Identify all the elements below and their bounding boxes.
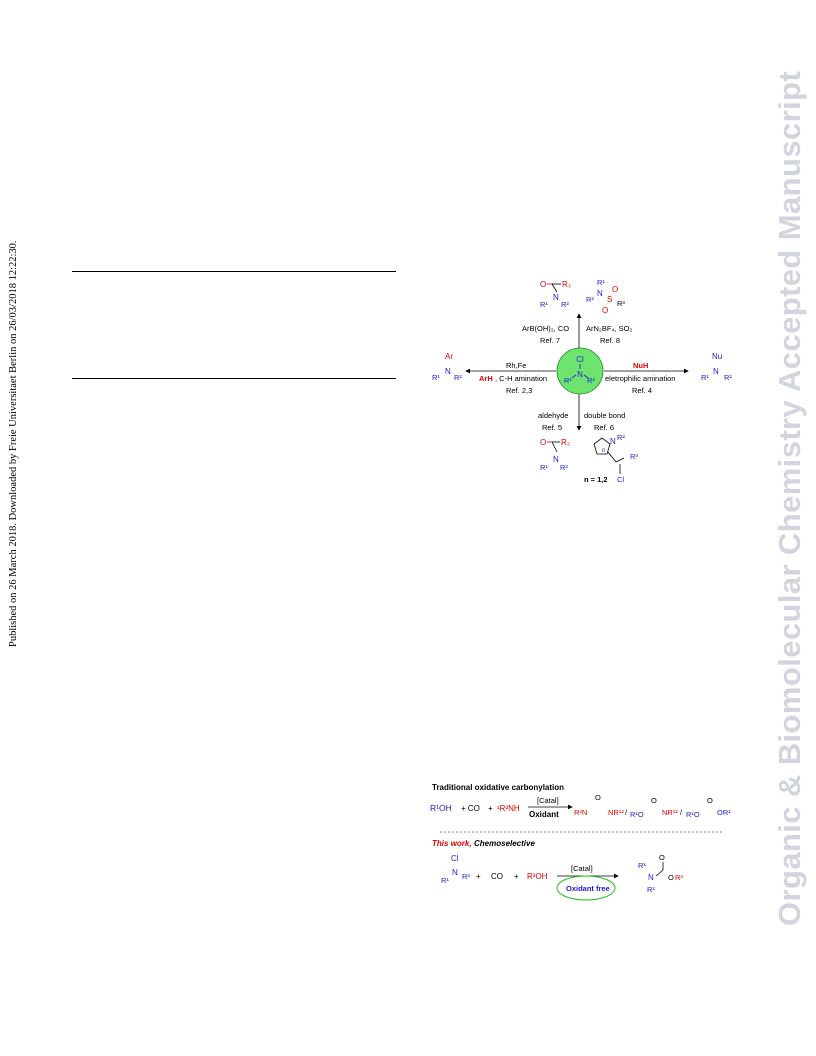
svg-text:R²: R² xyxy=(724,373,732,382)
svg-text:R¹: R¹ xyxy=(638,861,646,870)
svg-text:eletrophilic amination: eletrophilic amination xyxy=(605,374,675,383)
svg-text:Cl: Cl xyxy=(617,475,624,484)
svg-text:OR¹: OR¹ xyxy=(717,808,731,817)
svg-text:R²: R² xyxy=(560,463,568,472)
svg-text:+: + xyxy=(488,804,493,813)
svg-text:O: O xyxy=(602,306,608,315)
svg-text:R²: R² xyxy=(586,295,594,304)
svg-text:[Catal]: [Catal] xyxy=(571,864,593,873)
svg-text:n: n xyxy=(602,448,605,454)
svg-text:O: O xyxy=(612,285,618,294)
svg-text:R¹O: R¹O xyxy=(630,810,644,819)
svg-text:N: N xyxy=(452,868,458,877)
svg-text:R²: R² xyxy=(561,300,569,309)
svg-text:R¹O: R¹O xyxy=(686,810,700,819)
svg-text:, C-H amination: , C-H amination xyxy=(495,374,547,383)
center-n: N xyxy=(577,370,583,379)
svg-text:NR¹²: NR¹² xyxy=(608,808,624,817)
svg-text:R²: R² xyxy=(647,885,655,894)
carbonylation-scheme-figure: Traditional oxidative carbonylation R¹OH… xyxy=(430,783,731,901)
svg-text:Oxidant free: Oxidant free xyxy=(566,884,610,893)
svg-text:Ref. 6: Ref. 6 xyxy=(594,423,614,432)
svg-text:O: O xyxy=(540,280,546,289)
svg-text:+: + xyxy=(514,872,519,881)
svg-text:R¹: R¹ xyxy=(441,876,449,885)
svg-text:ArB(OH)₂, CO: ArB(OH)₂, CO xyxy=(522,324,569,333)
center-cl: Cl xyxy=(576,355,584,364)
reaction-overview-figure: Cl N R¹ R² O R₃ N R¹ R² R¹ N R² S O O R³… xyxy=(432,278,732,484)
svg-text:R¹: R¹ xyxy=(597,278,605,287)
svg-text:/: / xyxy=(680,808,683,817)
svg-text:S: S xyxy=(607,295,612,304)
svg-text:O: O xyxy=(595,793,601,802)
svg-text:R¹: R¹ xyxy=(432,373,440,382)
journal-watermark: Organic & Biomolecular Chemistry Accepte… xyxy=(772,70,807,926)
svg-text:R³OH: R³OH xyxy=(527,872,548,881)
svg-text:ArN₂BF₄, SO₂: ArN₂BF₄, SO₂ xyxy=(586,324,632,333)
svg-text:Ref. 5: Ref. 5 xyxy=(542,423,562,432)
svg-text:R₃: R₃ xyxy=(562,280,571,289)
svg-text:ArH: ArH xyxy=(479,374,493,383)
svg-text:N: N xyxy=(597,289,603,298)
svg-text:+ CO: + CO xyxy=(461,804,480,813)
svg-text:O: O xyxy=(540,438,546,447)
svg-text:This work,: This work, xyxy=(432,839,472,848)
svg-text:/: / xyxy=(625,808,628,817)
center-r1: R¹ xyxy=(564,376,572,385)
svg-text:N: N xyxy=(553,455,559,464)
svg-text:R¹OH: R¹OH xyxy=(430,803,452,813)
svg-text:[Catal]: [Catal] xyxy=(537,796,559,805)
svg-text:R³: R³ xyxy=(617,299,625,308)
svg-text:O: O xyxy=(707,796,713,805)
svg-text:Traditional oxidative carbonyl: Traditional oxidative carbonylation xyxy=(432,783,564,792)
svg-text:R²: R² xyxy=(617,433,625,442)
svg-text:Ref. 8: Ref. 8 xyxy=(600,336,620,345)
svg-text:O: O xyxy=(651,796,657,805)
svg-text:N: N xyxy=(445,367,451,376)
horizontal-rule-top xyxy=(72,271,396,272)
center-reagent-circle xyxy=(556,347,604,395)
svg-text:R³: R³ xyxy=(675,873,683,882)
svg-text:NR¹²: NR¹² xyxy=(662,808,678,817)
svg-text:Oxidant: Oxidant xyxy=(529,810,559,819)
svg-text:R¹: R¹ xyxy=(701,373,709,382)
publication-note: Published on 26 March 2018. Downloaded b… xyxy=(8,240,19,647)
horizontal-rule-bottom xyxy=(72,378,396,379)
svg-text:R²N: R²N xyxy=(574,808,587,817)
svg-text:Cl: Cl xyxy=(451,854,459,863)
svg-text:R²: R² xyxy=(454,373,462,382)
svg-text:R³: R³ xyxy=(630,452,638,461)
svg-text:aldehyde: aldehyde xyxy=(538,411,568,420)
svg-text:n = 1,2: n = 1,2 xyxy=(584,475,608,484)
center-r2: R² xyxy=(587,376,595,385)
svg-text:Rh,Fe: Rh,Fe xyxy=(506,361,526,370)
svg-text:CO: CO xyxy=(491,872,503,881)
svg-text:Ref. 2,3: Ref. 2,3 xyxy=(506,386,532,395)
svg-text:Chemoselective: Chemoselective xyxy=(474,839,535,848)
svg-text:R¹: R¹ xyxy=(540,463,548,472)
svg-text:R₃: R₃ xyxy=(561,438,570,447)
svg-text:R¹: R¹ xyxy=(540,300,548,309)
svg-text:O: O xyxy=(659,853,665,862)
svg-text:double bond: double bond xyxy=(584,411,625,420)
svg-text:N: N xyxy=(610,437,616,446)
svg-text:Ar: Ar xyxy=(445,352,453,361)
svg-text:O: O xyxy=(668,873,674,882)
svg-text:N: N xyxy=(713,367,719,376)
svg-text:¹R²NH: ¹R²NH xyxy=(497,804,520,813)
svg-text:N: N xyxy=(553,293,559,302)
svg-text:+: + xyxy=(476,872,481,881)
svg-text:Ref. 7: Ref. 7 xyxy=(540,336,560,345)
svg-text:Ref. 4: Ref. 4 xyxy=(632,386,652,395)
svg-text:R²: R² xyxy=(462,872,470,881)
svg-text:N: N xyxy=(648,873,654,882)
svg-text:Nu: Nu xyxy=(712,352,722,361)
svg-text:NuH: NuH xyxy=(633,361,648,370)
